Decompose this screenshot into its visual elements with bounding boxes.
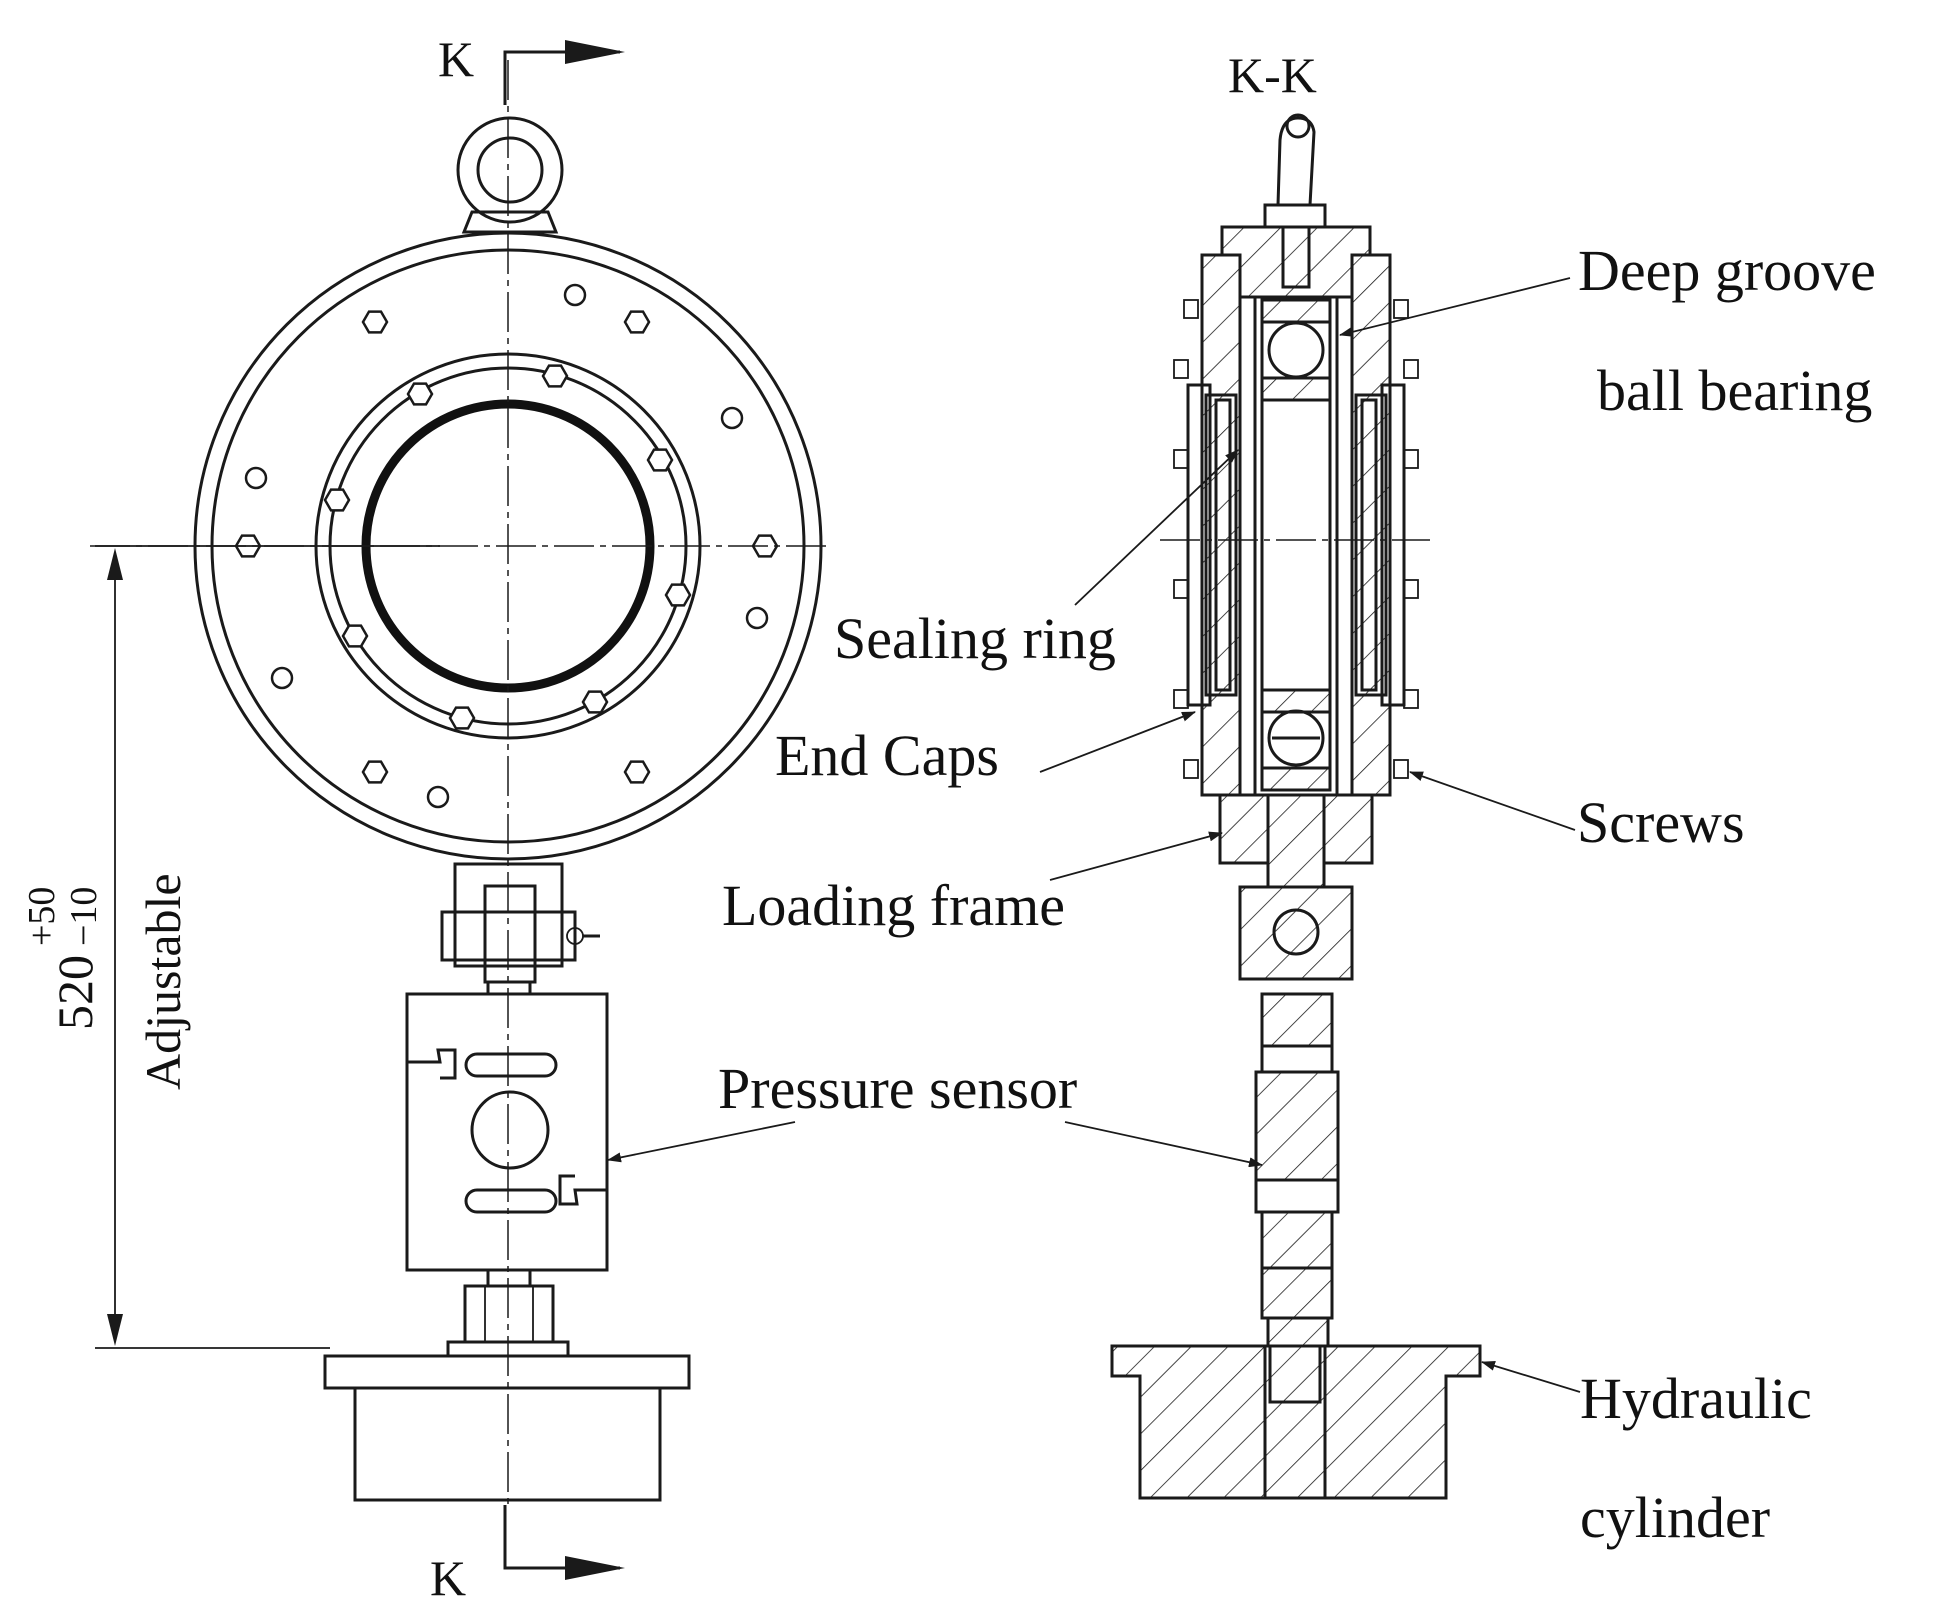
- pressure-sensor-front: [405, 992, 609, 1272]
- bearing-top: [1260, 298, 1332, 402]
- dimension-text: 520 +50 −10: [21, 887, 105, 1030]
- housing-walls: [1186, 253, 1406, 797]
- lifting-eye-section: [1263, 113, 1327, 229]
- bearing-bottom: [1260, 688, 1332, 792]
- label-deep-groove-line1: Deep groove: [1578, 238, 1876, 303]
- section-mark-top: K: [438, 31, 474, 87]
- label-hydraulic-line2: cylinder: [1580, 1485, 1770, 1550]
- pressure-sensor-section: [1254, 992, 1340, 1360]
- dimension-note: Adjustable: [135, 873, 191, 1090]
- dimension-nominal: 520: [47, 955, 103, 1030]
- leader-lines: [607, 277, 1581, 1393]
- label-pressure-sensor: Pressure sensor: [718, 1056, 1077, 1121]
- hydraulic-cylinder-section: [1110, 1344, 1482, 1500]
- label-sealing-ring: Sealing ring: [834, 606, 1116, 671]
- section-view: K-K: [607, 47, 1581, 1500]
- section-view-title: K-K: [1228, 47, 1317, 103]
- height-dimension: [95, 545, 440, 1349]
- label-deep-groove-line2: ball bearing: [1597, 358, 1872, 423]
- label-end-caps: End Caps: [775, 723, 999, 788]
- label-hydraulic-line1: Hydraulic: [1580, 1366, 1812, 1431]
- section-arrow-bottom: [503, 1505, 625, 1580]
- hydraulic-cylinder-front: [323, 1354, 691, 1502]
- clevis-joint-front: [440, 862, 600, 996]
- clevis-section: [1238, 885, 1354, 981]
- section-arrow-top: [503, 40, 625, 105]
- dimension-lower-tol: −10: [63, 887, 105, 946]
- front-view: K K: [21, 31, 830, 1606]
- section-mark-bottom: K: [430, 1550, 466, 1606]
- side-screws: [1173, 299, 1419, 779]
- shaft: [1238, 297, 1354, 795]
- lifting-eye: [456, 116, 564, 234]
- dimension-upper-tol: +50: [21, 887, 63, 946]
- loading-frame-block: [1218, 793, 1374, 889]
- label-loading-frame: Loading frame: [722, 873, 1065, 938]
- label-screws: Screws: [1577, 790, 1745, 855]
